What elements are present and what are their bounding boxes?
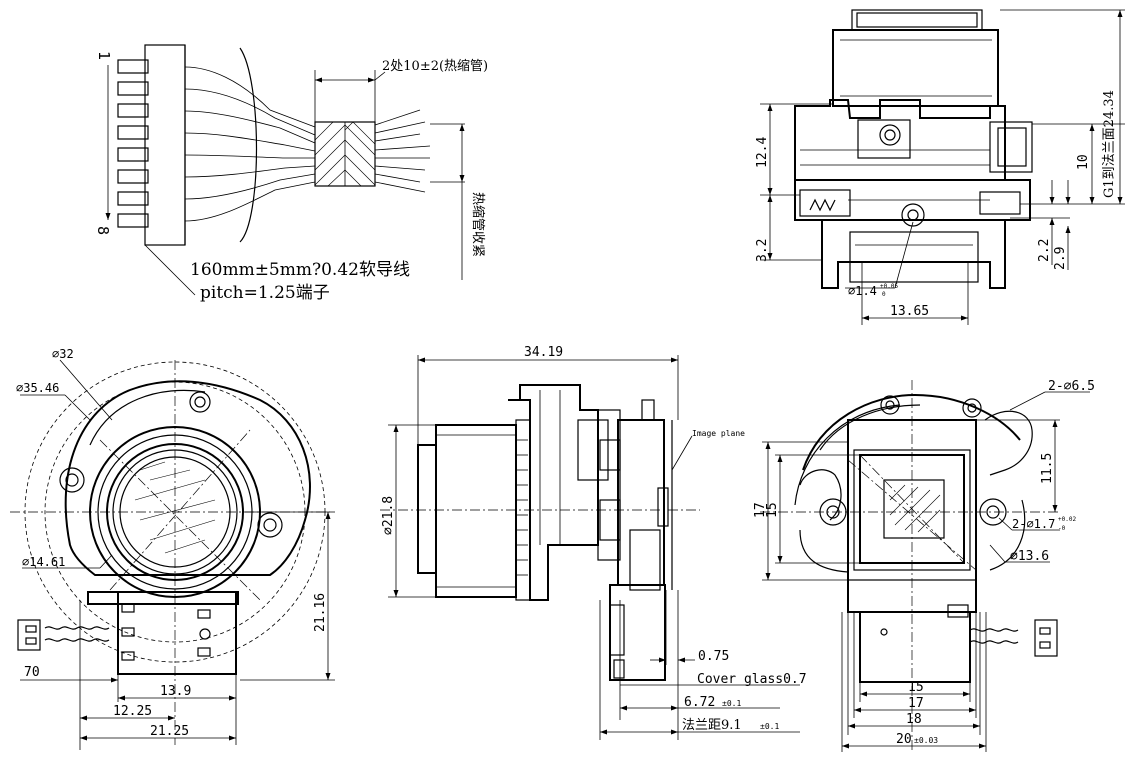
flange-distance-tol: ±0.1 [760,722,779,731]
barrel-knurl [516,439,528,576]
pin-1-label: 1 [95,51,113,60]
front-view: ⌀32 ⌀35.46 ⌀14.61 21.16 70 13.9 12.25 21… [10,347,335,750]
dim-12-25: 12.25 [113,704,152,719]
pin-8-label: 8 [94,226,112,235]
wire-bundle [184,47,465,243]
dim-6-72-tol: ±0.1 [722,699,741,708]
dim-3-2: 3.2 [755,239,770,262]
heat-shrink-vertical-label: 热缩管收紧 [470,192,486,257]
dia-13-6: ⌀13.6 [1010,549,1049,564]
heat-shrink-tube [314,121,376,187]
dia-32: ⌀32 [52,347,74,361]
cover-glass-label: Cover glass0.7 [697,672,807,687]
flange-distance-label: 法兰距9.1 [682,718,742,733]
dim-15-horizontal: 15 [908,680,924,695]
dim-70: 70 [24,665,40,680]
connector-header [105,44,186,246]
dim-6-72: 6.72 [684,695,715,710]
dia-21-8: ⌀21.8 [381,496,396,535]
dim-12-4: 12.4 [755,137,770,168]
dia-35-46: ⌀35.46 [16,381,59,395]
dim-g1-to-flange: G1到法兰面24.34 [1102,90,1117,198]
holes-2-1-7: 2-⌀1.7 [1012,517,1055,531]
dim-21-25: 21.25 [150,724,189,739]
front-cable-connector [17,619,110,651]
connector-pins [117,59,149,228]
dim-34-19: 34.19 [524,345,563,360]
dim-13-65: 13.65 [890,304,929,319]
rear-cable-connector [969,619,1058,657]
rear-view: 2-⌀6.5 11.5 17 15 2-⌀1.7 +0.02 -0 ⌀13.6 … [753,379,1095,752]
side-view-top: 12.4 3.2 G1到法兰面24.34 10 2.2 2.9 ⌀1.4 +0.… [755,9,1125,325]
dim-20: 20 [896,732,912,747]
dim-15-vertical: 15 [765,502,780,518]
dim-18: 18 [906,712,922,727]
dim-10: 10 [1076,154,1091,170]
dim-2-9: 2.9 [1053,247,1068,270]
dim-2-2: 2.2 [1037,239,1052,262]
hole-tol-minus: 0 [882,291,886,298]
dim-0-75: 0.75 [698,649,729,664]
heat-shrink-note: 2处10±2(热缩管) [382,58,488,74]
image-plane-label: Image plane [692,429,745,438]
holes-2-6-5: 2-⌀6.5 [1048,379,1095,394]
dim-20-tol: ±0.03 [914,736,938,745]
dia-14-61: ⌀14.61 [22,555,65,569]
holes-tol-plus: +0.02 [1058,516,1076,523]
hole-dia-1-4: ⌀1.4 [848,284,877,298]
dim-17-horizontal: 17 [908,696,924,711]
holes-tol-minus: -0 [1058,525,1066,532]
side-view-center: Image plane 34.19 ⌀21.8 0.75 Cover glass… [380,345,807,740]
cable-view: 1 8 [94,44,488,303]
dim-13-9: 13.9 [160,684,191,699]
hole-tol-plus: +0.05 [880,283,898,290]
dim-11-5: 11.5 [1040,453,1055,484]
dim-21-16: 21.16 [313,593,328,632]
dim-17-vertical: 17 [753,502,768,518]
pitch-spec: pitch=1.25端子 [200,283,330,303]
wire-spec: 160mm±5mm?0.42软导线 [190,260,410,280]
